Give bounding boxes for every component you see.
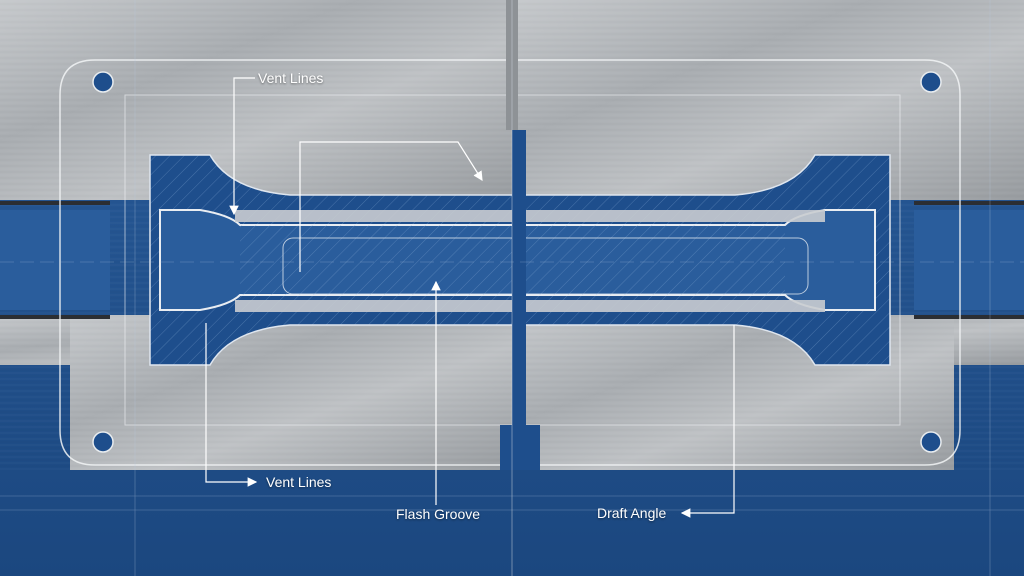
vent-lines-bottom-label: Vent Lines	[266, 474, 332, 490]
right-runner-channel	[914, 210, 1024, 310]
vent-lines-bottom-leader	[205, 323, 258, 487]
draft-angle-leader	[680, 325, 735, 518]
draft-angle-label: Draft Angle	[597, 505, 667, 521]
central-sprue	[512, 130, 526, 430]
bolt-holes	[92, 71, 942, 453]
callout-leaders	[205, 77, 735, 518]
vent-lines-top-label: Vent Lines	[258, 70, 324, 86]
vent-lines-top-leader	[229, 77, 255, 216]
upper-vent-leader	[299, 141, 483, 272]
flash-groove-label: Flash Groove	[396, 506, 481, 522]
mold-plate-outline	[59, 59, 961, 466]
left-runner-channel	[0, 210, 110, 310]
